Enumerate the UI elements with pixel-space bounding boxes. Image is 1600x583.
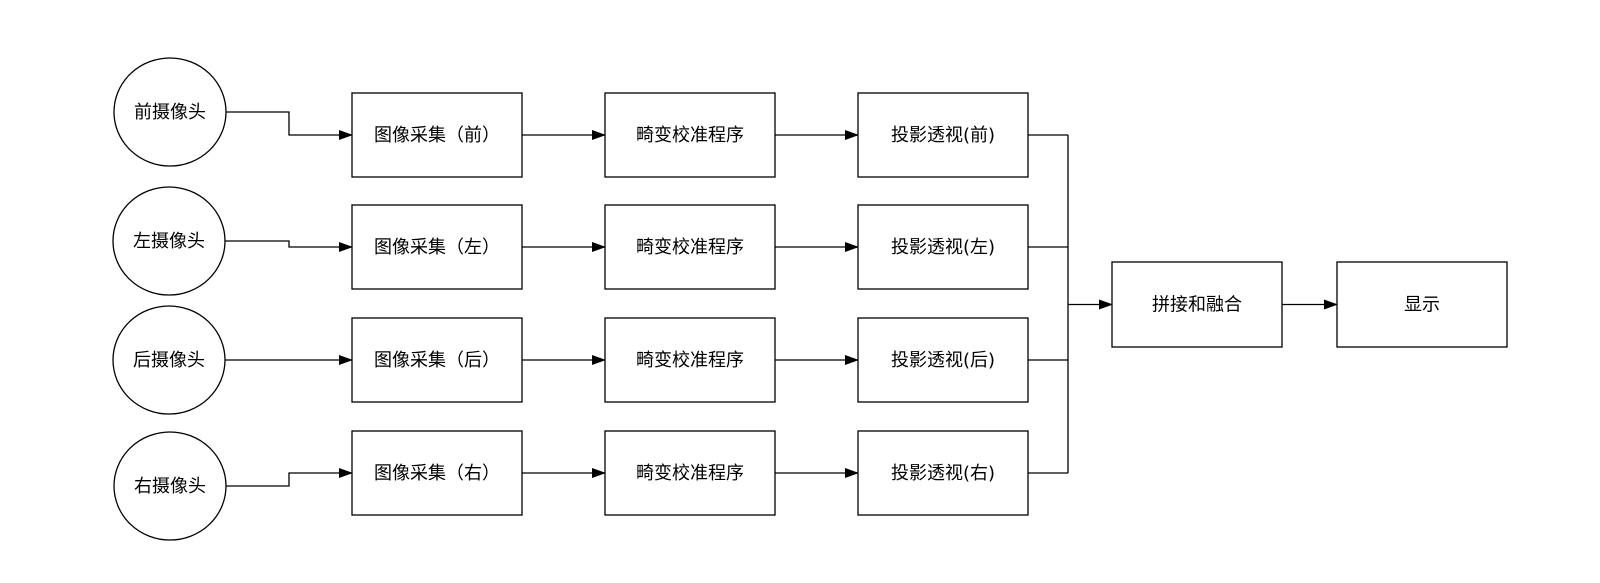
projection-label-rear: 投影透视(后)	[891, 350, 995, 371]
calibration-label-rear: 畸变校准程序	[636, 350, 744, 371]
display-label: 显示	[1404, 295, 1440, 316]
capture-label-rear: 图像采集（后）	[374, 350, 500, 371]
projection-label-right: 投影透视(右)	[891, 463, 995, 484]
capture-label-right: 图像采集（右）	[374, 463, 500, 484]
projection-label-front: 投影透视(前)	[891, 125, 995, 146]
connector-camera-capture-front	[226, 111, 353, 140]
calibration-label-right: 畸变校准程序	[636, 463, 744, 484]
stitch-label: 拼接和融合	[1152, 295, 1242, 316]
camera-label-right: 右摄像头	[134, 476, 206, 497]
camera-label-rear: 后摄像头	[133, 350, 205, 371]
stitch-box	[1111, 261, 1283, 348]
calibration-box-right	[604, 430, 776, 516]
camera-label-left: 左摄像头	[133, 231, 205, 252]
camera-label-front: 前摄像头	[134, 102, 206, 123]
projection-box-front	[857, 92, 1029, 178]
projection-label-left: 投影透视(左)	[891, 237, 995, 258]
display-box	[1336, 261, 1508, 348]
projection-box-left	[857, 204, 1029, 290]
calibration-label-front: 畸变校准程序	[636, 125, 744, 146]
capture-label-front: 图像采集（前）	[374, 125, 500, 146]
projection-box-right	[857, 430, 1029, 516]
capture-box-rear	[351, 317, 523, 403]
calibration-box-left	[604, 204, 776, 290]
calibration-box-front	[604, 92, 776, 178]
capture-box-front	[351, 92, 523, 178]
connector-camera-capture-right	[226, 468, 353, 487]
calibration-label-left: 畸变校准程序	[636, 237, 744, 258]
calibration-box-rear	[604, 317, 776, 403]
capture-box-right	[351, 430, 523, 516]
connector-camera-capture-left	[225, 240, 353, 252]
capture-box-left	[351, 204, 523, 290]
capture-label-left: 图像采集（左）	[374, 237, 500, 258]
